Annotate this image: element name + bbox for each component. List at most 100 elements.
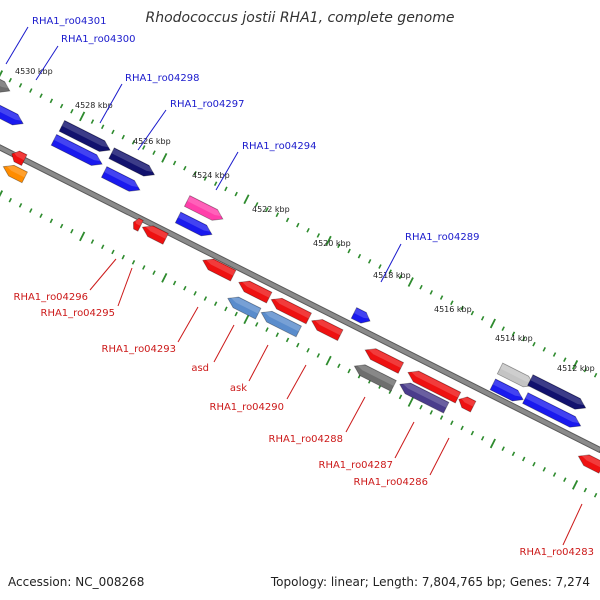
gene-label[interactable]: RHA1_ro04288: [269, 434, 344, 445]
gene-feature-ro04293b[interactable]: [236, 277, 273, 304]
gene-labels: RHA1_ro04301RHA1_ro04300RHA1_ro04298RHA1…: [5, 16, 595, 558]
leader-line: [35, 45, 59, 81]
tick-mark: [213, 301, 218, 307]
gene-feature-ro04283[interactable]: [576, 451, 600, 474]
gene-feature-ro04282[interactable]: [522, 392, 584, 432]
gene-feature-ro04298[interactable]: [108, 147, 157, 180]
gene-feature-ro04302[interactable]: [0, 75, 13, 97]
gene-label-group[interactable]: RHA1_ro04290: [210, 364, 307, 413]
tick-mark: [131, 259, 136, 265]
major-tick-mark: [489, 318, 496, 329]
gene-feature-ro04284[interactable]: [527, 374, 589, 414]
tick-mark: [439, 415, 444, 420]
gene-label[interactable]: RHA1_ro04283: [520, 547, 595, 558]
major-tick-mark: [572, 360, 579, 370]
gene-feature-ro04300[interactable]: [58, 119, 113, 155]
gene-feature-ro04288a[interactable]: [362, 345, 405, 374]
gene-feature-ro04297[interactable]: [100, 166, 142, 196]
leader-line: [215, 151, 239, 191]
gene-label[interactable]: RHA1_ro04290: [210, 402, 285, 413]
gene-label-group[interactable]: RHA1_ro04283: [520, 503, 595, 558]
tick-mark: [265, 207, 269, 212]
gene-label-group[interactable]: asd: [191, 324, 235, 374]
tick-mark: [337, 243, 341, 249]
tick-mark: [460, 425, 464, 431]
gene-feature-ro04286[interactable]: [397, 379, 450, 414]
gene-feature-ro04294[interactable]: [174, 211, 214, 240]
tick-mark: [522, 456, 526, 462]
gene-label-group[interactable]: RHA1_ro04301: [5, 16, 107, 65]
gene-feature-rev-a[interactable]: [9, 148, 28, 167]
leader-line: [380, 243, 402, 283]
tick-mark: [234, 311, 238, 317]
gene-feature-ro04289[interactable]: [350, 307, 372, 327]
gene-label-group[interactable]: RHA1_ro04300: [35, 34, 136, 81]
major-tick-mark: [0, 70, 4, 77]
gene-feature-ro04284b[interactable]: [489, 378, 526, 405]
gene-feature-ro04285r[interactable]: [456, 394, 477, 413]
gene-label-group[interactable]: RHA1_ro04297: [137, 99, 245, 151]
gene-feature-ask[interactable]: [259, 307, 302, 338]
gene-label[interactable]: asd: [191, 363, 209, 374]
gene-label-group[interactable]: RHA1_ro04296: [14, 258, 117, 303]
gene-label-group[interactable]: ask: [230, 344, 269, 394]
tick-mark: [59, 103, 64, 109]
tick-mark: [429, 290, 434, 295]
backbone-line: [0, 145, 600, 452]
tick-mark: [419, 404, 423, 410]
tick-mark: [450, 300, 454, 306]
gene-feature-ro04290[interactable]: [309, 315, 344, 342]
major-tick-mark: [161, 152, 168, 163]
leader-line: [248, 344, 269, 382]
gene-feature-ro04301[interactable]: [0, 102, 26, 129]
gene-feature-ro04287[interactable]: [405, 367, 462, 404]
gene-label[interactable]: RHA1_ro04297: [170, 99, 245, 110]
scale-tick-label: 4526 kbp: [133, 137, 171, 146]
gene-label[interactable]: RHA1_ro04294: [242, 141, 317, 152]
tick-mark: [511, 331, 516, 337]
tick-mark: [532, 461, 536, 467]
gene-label[interactable]: RHA1_ro04300: [61, 34, 136, 45]
major-tick-mark: [161, 272, 168, 283]
major-tick-mark: [79, 111, 86, 122]
gene-label[interactable]: RHA1_ro04293: [102, 344, 177, 355]
tick-mark: [347, 368, 351, 374]
gene-label[interactable]: RHA1_ro04296: [14, 292, 89, 303]
gene-label[interactable]: ask: [230, 383, 247, 394]
gene-feature-ro04285[interactable]: [496, 362, 536, 391]
tick-mark: [100, 244, 105, 250]
gene-label[interactable]: RHA1_ro04289: [405, 232, 480, 243]
gene-label-group[interactable]: RHA1_ro04286: [354, 437, 450, 488]
gene-label[interactable]: RHA1_ro04298: [125, 73, 200, 84]
tick-mark: [70, 228, 74, 234]
gene-feature-ro04296[interactable]: [131, 217, 144, 232]
gene-label-group[interactable]: RHA1_ro04287: [319, 421, 415, 471]
tick-mark: [388, 269, 392, 275]
gene-label-group[interactable]: RHA1_ro04293: [102, 306, 199, 355]
gene-label-group[interactable]: RHA1_ro04288: [269, 396, 366, 445]
tick-mark: [419, 284, 423, 290]
gene-label-group[interactable]: RHA1_ro04289: [380, 232, 480, 283]
gene-feature-ro04295[interactable]: [140, 222, 169, 245]
gene-feature-rev-b[interactable]: [1, 161, 28, 184]
genome-backbone: [0, 144, 600, 453]
tick-mark: [285, 337, 290, 343]
gene-label-group[interactable]: RHA1_ro04295: [41, 267, 133, 319]
gene-label-group[interactable]: RHA1_ro04298: [99, 73, 200, 124]
gene-feature-ro04292[interactable]: [269, 294, 312, 325]
gene-feature-ro04296f[interactable]: [183, 195, 225, 225]
tick-mark: [49, 218, 54, 224]
tick-mark: [255, 202, 259, 207]
gene-feature-ro04293a[interactable]: [200, 255, 237, 282]
tick-mark: [111, 129, 115, 135]
gene-label[interactable]: RHA1_ro04301: [32, 16, 107, 27]
gene-feature-asd[interactable]: [225, 293, 262, 320]
tick-mark: [100, 124, 105, 130]
gene-label-group[interactable]: RHA1_ro04294: [215, 141, 317, 191]
gene-label[interactable]: RHA1_ro04286: [354, 477, 429, 488]
gene-label[interactable]: RHA1_ro04295: [41, 308, 116, 319]
tick-mark: [501, 326, 505, 331]
gene-feature-ro04288[interactable]: [352, 361, 397, 392]
gene-feature-ro04299[interactable]: [50, 133, 105, 169]
gene-label[interactable]: RHA1_ro04287: [319, 460, 394, 471]
